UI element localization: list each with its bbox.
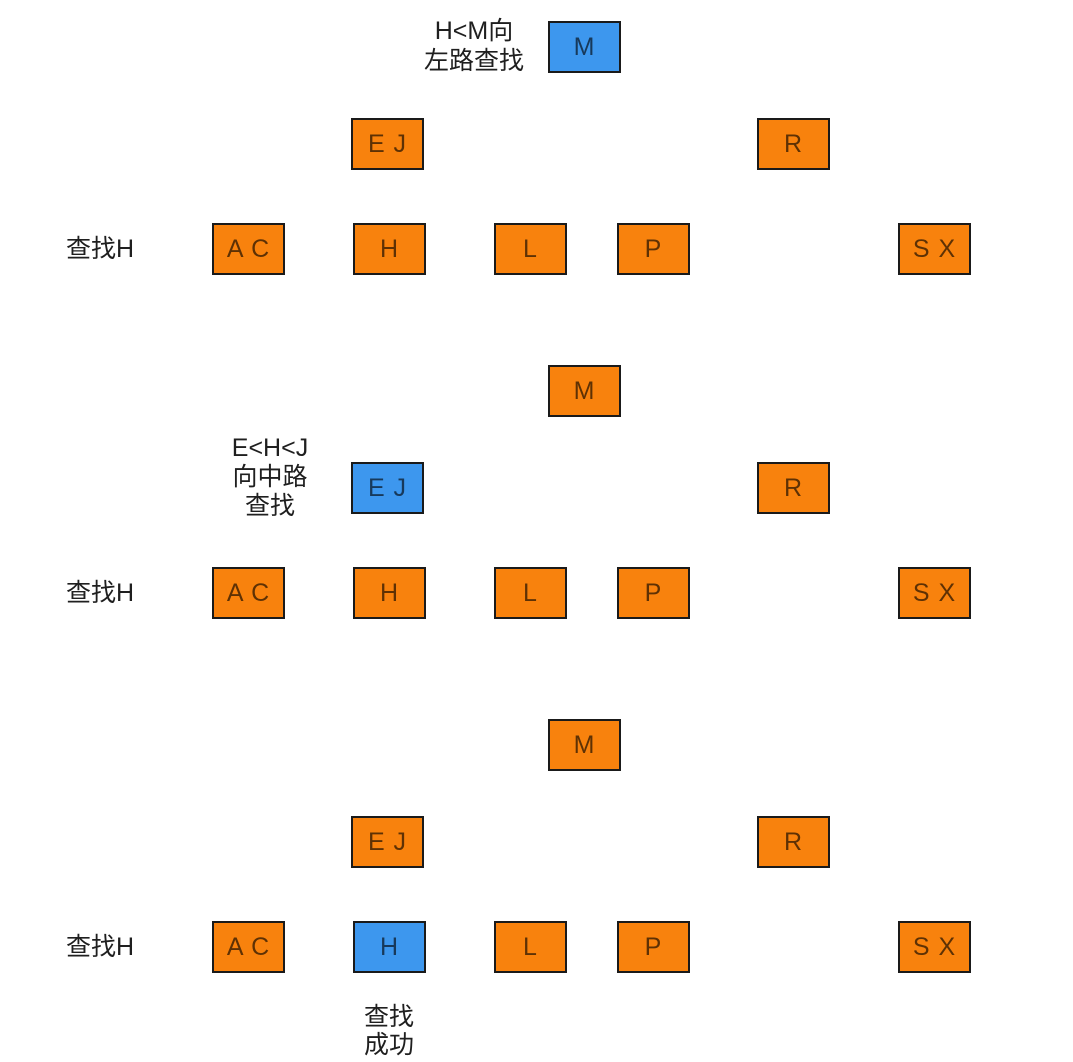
- annotation-line: 向中路: [232, 463, 308, 491]
- annotation-line: 查找: [363, 1003, 414, 1031]
- step-label: 查找H: [66, 235, 135, 263]
- node-R-label: R: [783, 827, 804, 856]
- node-M: M: [548, 21, 621, 73]
- node-AC: A C: [212, 921, 285, 973]
- node-R-label: R: [783, 473, 804, 502]
- step-label: 查找H: [66, 579, 135, 607]
- annotation-line: H<M向: [434, 17, 514, 45]
- node-H-label: H: [379, 578, 400, 607]
- node-L-label: L: [523, 932, 538, 961]
- node-L: L: [494, 921, 567, 973]
- node-M-label: M: [573, 376, 596, 405]
- node-M: M: [548, 365, 621, 417]
- annotation: 查找 成功: [269, 1003, 509, 1059]
- node-L: L: [494, 223, 567, 275]
- annotation-line: 成功: [363, 1031, 414, 1059]
- node-P-label: P: [644, 578, 663, 607]
- step-label: 查找H: [66, 933, 135, 961]
- node-P: P: [617, 921, 690, 973]
- tree-edges: [191, 771, 991, 1029]
- node-P: P: [617, 223, 690, 275]
- node-H-label: H: [379, 234, 400, 263]
- node-EJ-label: E J: [367, 827, 408, 856]
- node-SX: S X: [898, 223, 971, 275]
- node-H: H: [353, 567, 426, 619]
- node-L-label: L: [523, 234, 538, 263]
- node-L: L: [494, 567, 567, 619]
- annotation: E<H<J 向中路 查找: [150, 434, 390, 521]
- node-AC-label: A C: [226, 578, 271, 607]
- tree-step-2: 查找H E<H<J 向中路 查找 M E J R A C H L P S X: [0, 344, 1073, 684]
- node-M: M: [548, 719, 621, 771]
- node-H-label: H: [379, 932, 400, 961]
- node-R: R: [757, 462, 830, 514]
- node-AC-label: A C: [226, 234, 271, 263]
- node-EJ: E J: [351, 462, 424, 514]
- node-R: R: [757, 118, 830, 170]
- node-AC: A C: [212, 567, 285, 619]
- node-M-label: M: [573, 730, 596, 759]
- node-R-label: R: [783, 129, 804, 158]
- node-SX: S X: [898, 921, 971, 973]
- node-SX-label: S X: [912, 932, 957, 961]
- node-SX-label: S X: [912, 578, 957, 607]
- tree-step-1: 查找H H<M向 左路查找 M E J R A C H L P S X: [0, 0, 1073, 340]
- node-P-label: P: [644, 234, 663, 263]
- node-EJ-label: E J: [367, 129, 408, 158]
- node-M-label: M: [573, 32, 596, 61]
- node-EJ-label: E J: [367, 473, 408, 502]
- node-AC: A C: [212, 223, 285, 275]
- node-P-label: P: [644, 932, 663, 961]
- annotation: H<M向 左路查找: [354, 16, 594, 76]
- node-EJ: E J: [351, 816, 424, 868]
- node-P: P: [617, 567, 690, 619]
- node-AC-label: A C: [226, 932, 271, 961]
- node-EJ: E J: [351, 118, 424, 170]
- tree-step-3: 查找H 查找 成功 M E J R A C H L P S X: [0, 698, 1073, 1059]
- node-H: H: [353, 223, 426, 275]
- annotation-line: E<H<J: [231, 434, 309, 462]
- node-SX: S X: [898, 567, 971, 619]
- annotation-line: 左路查找: [423, 47, 524, 75]
- node-SX-label: S X: [912, 234, 957, 263]
- node-H: H: [353, 921, 426, 973]
- node-L-label: L: [523, 578, 538, 607]
- node-R: R: [757, 816, 830, 868]
- annotation-line: 查找: [244, 492, 295, 520]
